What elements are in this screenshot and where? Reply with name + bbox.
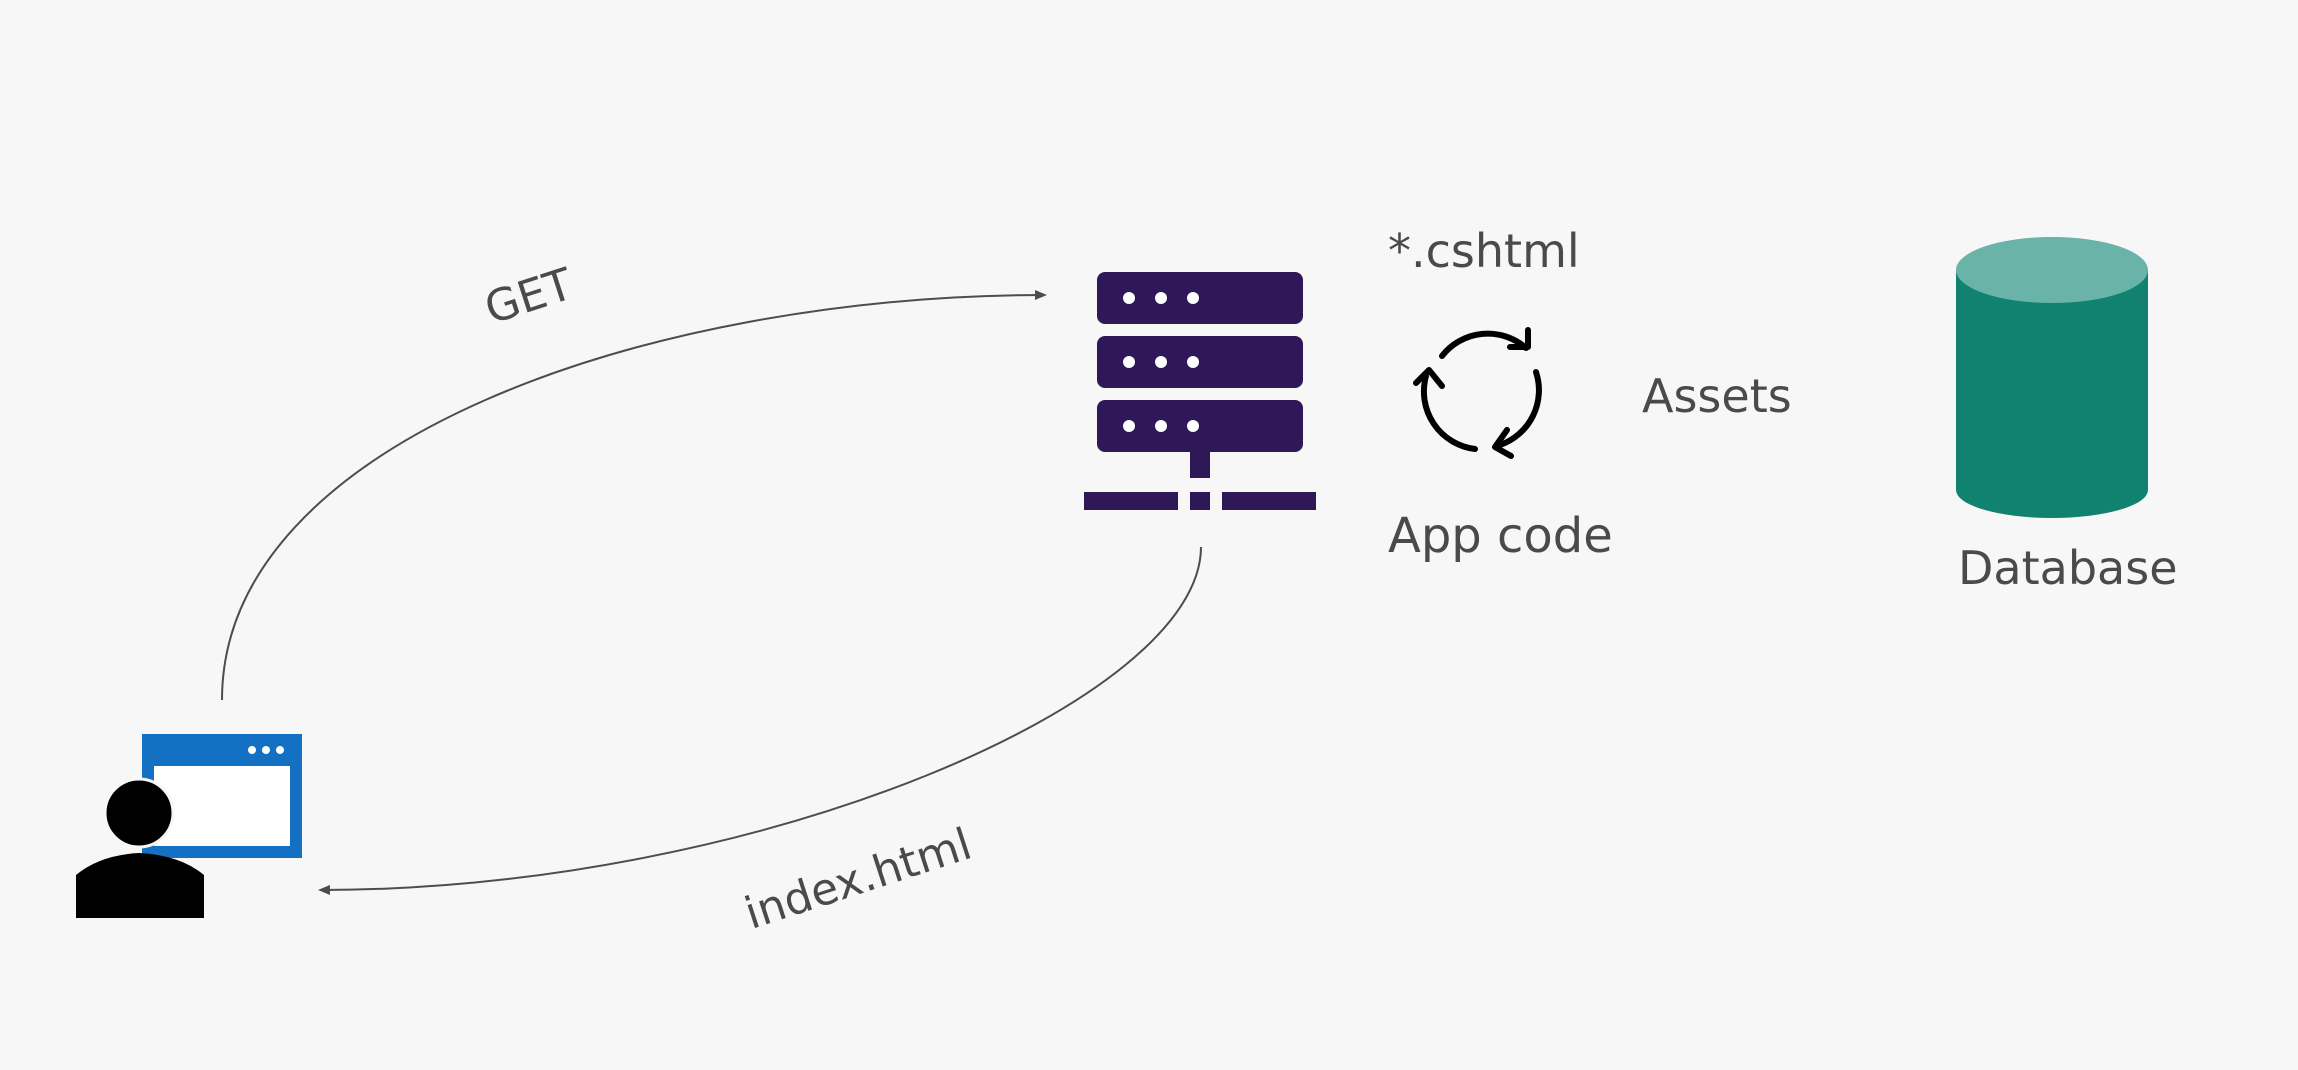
get-request-arrow	[221, 290, 1047, 701]
assets-label: Assets	[1642, 369, 1792, 423]
database-label: Database	[1958, 541, 2178, 595]
browser-window-icon	[142, 734, 302, 858]
refresh-cycle-icon	[1413, 327, 1542, 459]
person-icon	[76, 777, 204, 918]
database-cylinder-icon	[1956, 237, 2148, 518]
server-icon	[1084, 272, 1316, 510]
response-arrow	[318, 546, 1202, 895]
app-code-label: App code	[1388, 508, 1613, 564]
user-with-browser-icon	[76, 734, 302, 918]
templates-label: *.cshtml	[1388, 224, 1580, 278]
